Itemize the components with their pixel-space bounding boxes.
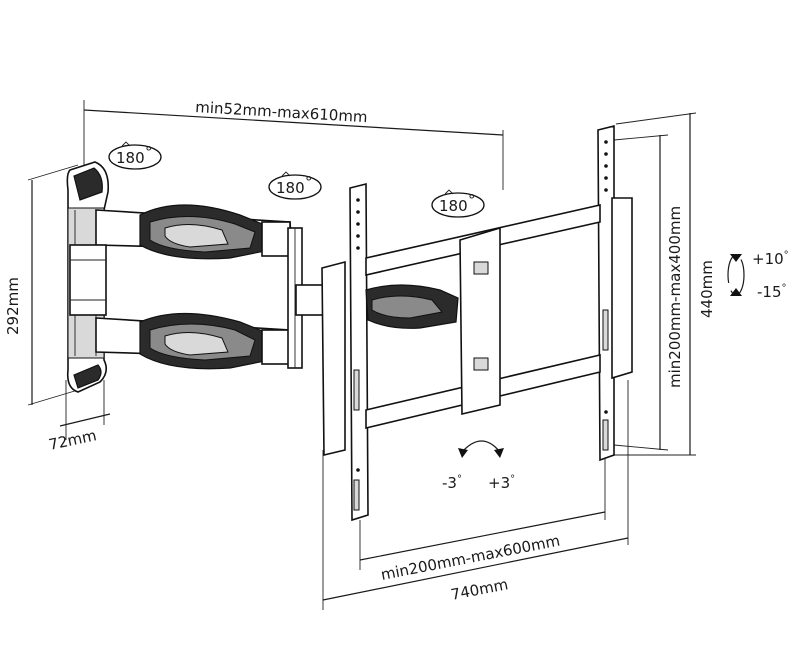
vesa-vertical-label: min200mm-max400mm: [666, 206, 684, 388]
svg-text:°: °: [468, 191, 476, 209]
swivel-2-value: 180: [276, 179, 305, 197]
arm-pivots: [69, 227, 327, 369]
vesa-vertical-dimension: min200mm-max400mm: [613, 134, 684, 451]
swivel-3-value: 180: [439, 197, 468, 215]
swivel-1-value: 180: [116, 149, 145, 167]
tilt-down-label: -15°: [757, 283, 787, 301]
level-left-label: -3°: [442, 474, 462, 492]
tilt-indicator: +10° -15°: [727, 250, 789, 301]
tv-bracket: [321, 124, 633, 522]
lower-arm: [95, 312, 293, 370]
level-right-label: +3°: [488, 474, 515, 492]
swivel-badge-2: 180 °: [268, 171, 322, 200]
wall-plate-width-label: 72mm: [47, 426, 98, 454]
overall-height-dimension: 440mm: [606, 112, 716, 456]
wall-plate-height-label: 292mm: [4, 277, 22, 335]
level-adjust-indicator: -3° +3°: [442, 440, 515, 492]
overall-height-label: 440mm: [698, 260, 716, 318]
svg-text:°: °: [145, 143, 153, 161]
overall-width-label: 740mm: [449, 575, 509, 604]
svg-text:°: °: [305, 173, 313, 191]
vesa-horizontal-dimension: min200mm-max600mm: [359, 455, 606, 584]
swivel-badge-1: 180 °: [108, 141, 162, 170]
wall-plate-height-dimension: 292mm: [4, 164, 79, 406]
upper-arm: [95, 204, 293, 260]
vesa-horizontal-label: min200mm-max600mm: [379, 532, 561, 584]
tilt-up-label: +10°: [752, 250, 789, 268]
swivel-badge-3: 180 °: [431, 189, 485, 218]
